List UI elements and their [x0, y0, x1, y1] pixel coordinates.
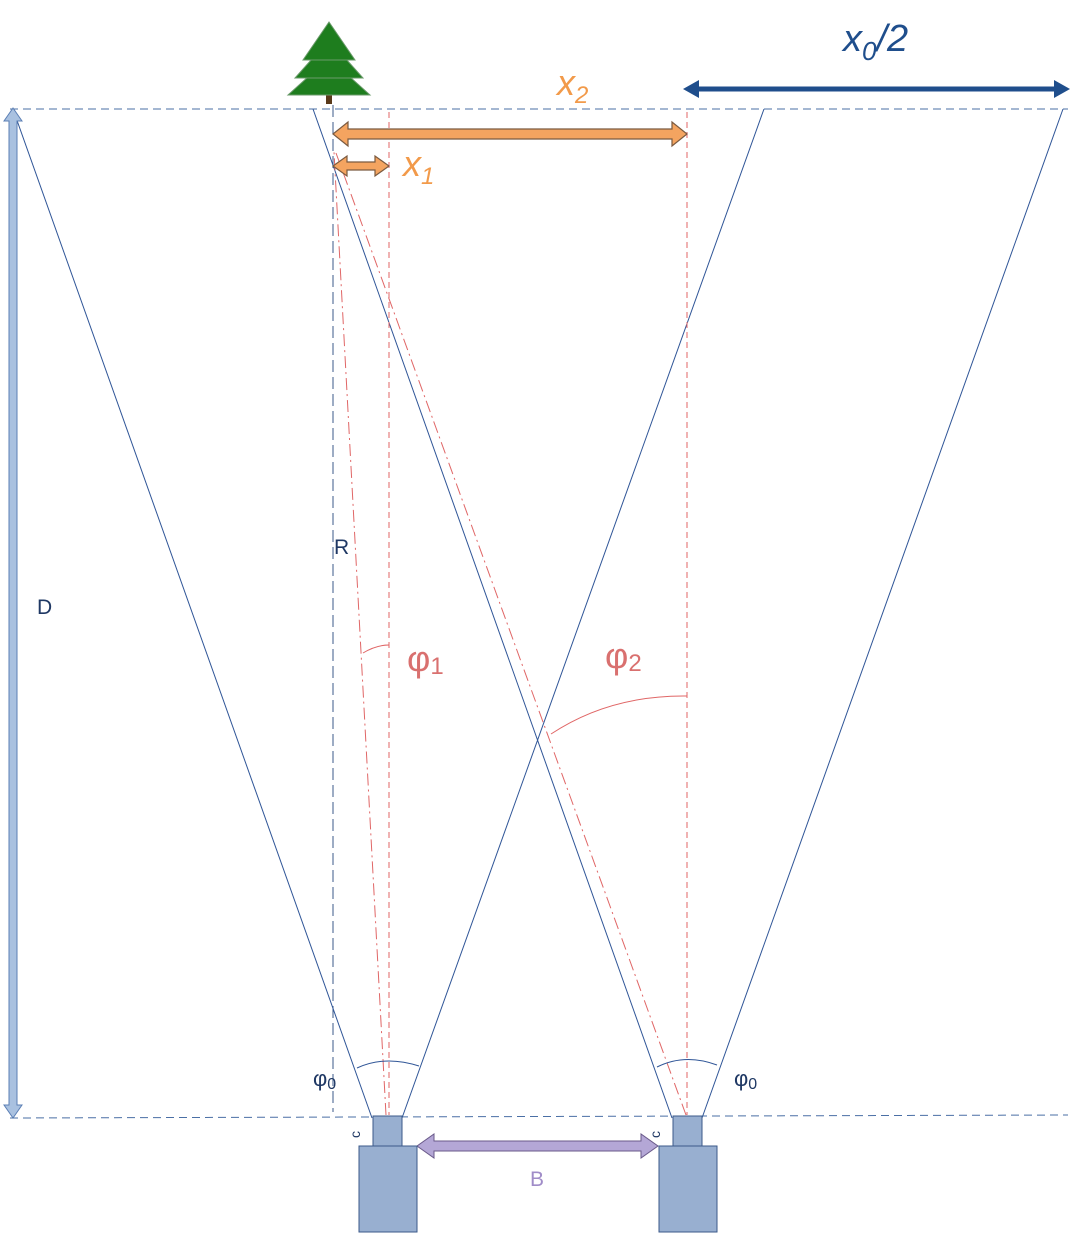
phi0-left-label: φ0 [313, 1066, 336, 1093]
c-right-label: c [647, 1131, 663, 1138]
fov-line-left-camera-inner [401, 108, 765, 1119]
phi1-label: φ1 [407, 638, 444, 680]
x2-label: x2 [555, 62, 588, 109]
phi2-label: φ2 [605, 635, 642, 677]
b-label: B [530, 1168, 544, 1191]
phi0-arc-right [656, 1059, 718, 1068]
fov-line-right-camera-inner [312, 108, 673, 1119]
phi0-right-label: φ0 [734, 1066, 757, 1093]
sight-line-right [335, 152, 687, 1116]
r-label: R [334, 536, 349, 559]
phi2-arc [550, 695, 688, 735]
phi1-arc [362, 644, 390, 654]
fov-line-left-camera-outer [13, 111, 373, 1119]
c-left-label: c [347, 1131, 363, 1138]
d-label: D [37, 596, 52, 619]
bottom-dashed-line [9, 1114, 1069, 1119]
fov-line-right-camera-outer [701, 108, 1064, 1119]
camera-icon [658, 1115, 718, 1233]
camera-icon [358, 1115, 418, 1233]
sight-line-left [333, 151, 387, 1116]
x0-half-arrow [683, 80, 1070, 98]
x1-label: x1 [401, 143, 434, 190]
d-arrow [3, 107, 23, 1119]
phi0-arc-left [356, 1060, 420, 1069]
b-arrow [416, 1133, 659, 1159]
x1-arrow [331, 154, 391, 178]
pine-tree-icon [286, 21, 372, 104]
x2-arrow [332, 120, 688, 148]
x0-half-label: x0/2 [841, 18, 908, 66]
